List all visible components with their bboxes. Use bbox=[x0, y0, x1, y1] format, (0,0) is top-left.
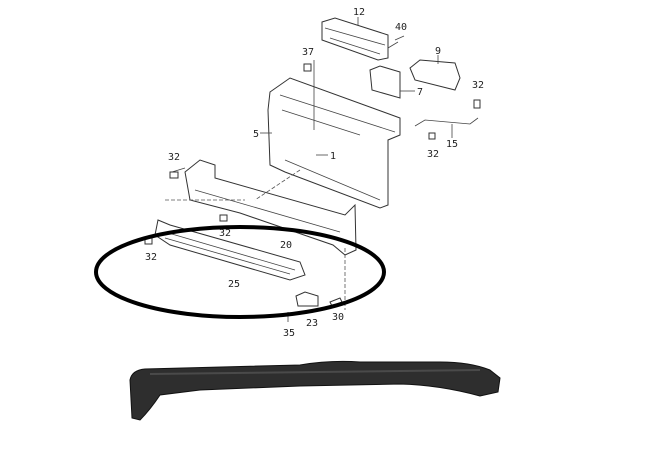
callout-35: 35 bbox=[283, 328, 295, 339]
callout-12: 12 bbox=[353, 7, 365, 18]
callout-15: 15 bbox=[446, 139, 458, 150]
callout-32: 32 bbox=[472, 80, 484, 91]
part-5-radiator-support bbox=[260, 60, 401, 209]
part-photo-impact-absorber bbox=[129, 360, 501, 421]
part-12 bbox=[321, 17, 389, 61]
callout-23: 23 bbox=[306, 318, 318, 329]
callout-20: 20 bbox=[280, 240, 292, 251]
callout-32: 32 bbox=[219, 228, 231, 239]
callout-40: 40 bbox=[395, 22, 407, 33]
part-9 bbox=[409, 55, 461, 91]
part-23-bracket bbox=[295, 291, 319, 307]
callout-32: 32 bbox=[427, 149, 439, 160]
callout-9: 9 bbox=[435, 46, 441, 57]
part-7 bbox=[369, 65, 415, 99]
callout-30: 30 bbox=[332, 312, 344, 323]
highlight-ellipse bbox=[94, 225, 386, 319]
callout-5: 5 bbox=[253, 129, 259, 140]
callout-32: 32 bbox=[145, 252, 157, 263]
part-40-screw bbox=[387, 35, 405, 49]
callout-32: 32 bbox=[168, 152, 180, 163]
callout-37: 37 bbox=[302, 47, 314, 58]
callout-25: 25 bbox=[228, 279, 240, 290]
part-15-cable bbox=[414, 99, 481, 140]
callout-1: 1 bbox=[330, 151, 336, 162]
callout-7: 7 bbox=[417, 87, 423, 98]
